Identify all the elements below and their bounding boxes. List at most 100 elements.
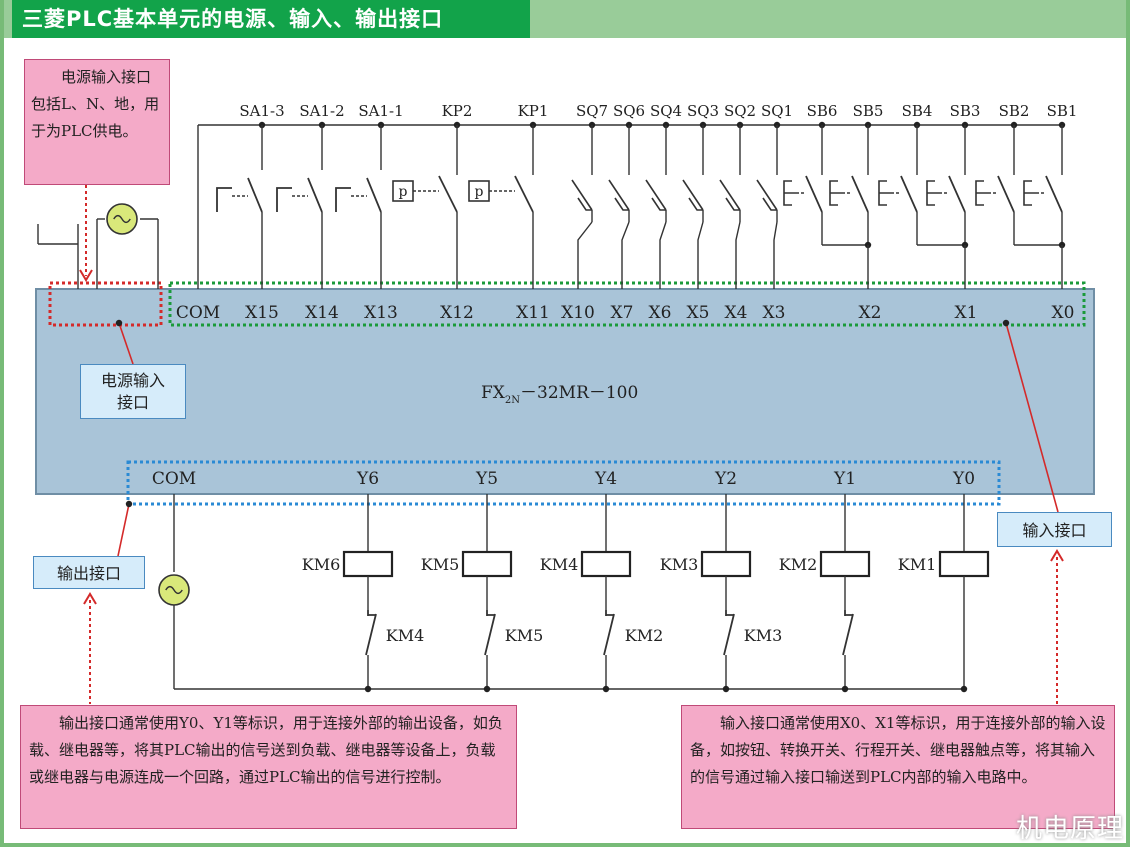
relay-coil-label: KM3 bbox=[660, 555, 699, 574]
input-device-label: SB4 bbox=[902, 102, 933, 120]
power-port-outline bbox=[48, 281, 163, 327]
relay-coil bbox=[819, 550, 871, 578]
power-port-label-line1: 电源输入 bbox=[100, 371, 165, 390]
input-label-leader-node bbox=[1002, 319, 1010, 327]
input-terminal-x5: X5 bbox=[687, 303, 710, 323]
input-device-label: SB5 bbox=[853, 102, 884, 120]
pushbutton-blade bbox=[851, 175, 869, 213]
input-device-label: KP2 bbox=[442, 102, 473, 120]
relay-coil bbox=[342, 550, 394, 578]
relay-coil-label: KM6 bbox=[302, 555, 341, 574]
output-terminal-y1: Y1 bbox=[833, 469, 856, 489]
limit-switch-wire-bottom bbox=[773, 221, 778, 289]
input-callout-arrowhead bbox=[1050, 549, 1064, 562]
output-terminal-com: COM bbox=[152, 469, 196, 489]
output-bus-node bbox=[960, 685, 968, 693]
output-bus-node bbox=[364, 685, 372, 693]
output-bus-node bbox=[602, 685, 610, 693]
limit-switch-wire-bottom bbox=[659, 221, 667, 289]
output-ac-source-wave bbox=[165, 585, 183, 595]
pressure-switch-symbol: p bbox=[399, 184, 408, 200]
output-terminal-y0: Y0 bbox=[952, 469, 975, 489]
limit-switch-wire-bottom bbox=[577, 221, 593, 289]
relay-coil-label: KM2 bbox=[779, 555, 818, 574]
selector-switch-blade bbox=[307, 177, 323, 213]
power-port-label-line2: 接口 bbox=[116, 393, 149, 412]
input-desc-callout: 输入接口通常使用X0、X1等标识，用于连接外部的输入设备，如按钮、转换开关、行程… bbox=[681, 705, 1115, 829]
input-device-label: SB3 bbox=[950, 102, 981, 120]
input-terminal-x4: X4 bbox=[725, 303, 748, 323]
output-terminal-y5: Y5 bbox=[475, 469, 498, 489]
power-label-leader-node bbox=[115, 319, 123, 327]
power-ac-source-wave bbox=[113, 214, 131, 224]
pushbutton-actuator bbox=[926, 180, 939, 206]
interlock-contact bbox=[484, 610, 496, 656]
limit-switch-wire-bottom bbox=[735, 221, 741, 289]
selector-switch-actuator bbox=[276, 187, 292, 212]
power-callout-arrowhead bbox=[79, 269, 93, 282]
plc-model-main: FX bbox=[481, 383, 506, 403]
relay-coil bbox=[580, 550, 632, 578]
input-device-label: SQ1 bbox=[761, 102, 793, 120]
pushbutton-actuator bbox=[783, 180, 796, 206]
power-port-label: 电源输入 接口 bbox=[80, 364, 186, 419]
pushbutton-blade bbox=[900, 175, 918, 213]
watermark: 机电原理 bbox=[1015, 814, 1124, 844]
input-terminal-x12: X12 bbox=[440, 303, 474, 323]
output-bus-node bbox=[483, 685, 491, 693]
output-port-label: 输出接口 bbox=[33, 556, 145, 589]
input-label-leader bbox=[1005, 322, 1059, 513]
limit-switch-contact bbox=[608, 179, 630, 211]
input-device-label: KP1 bbox=[518, 102, 549, 120]
pushbutton-actuator bbox=[829, 180, 842, 206]
pushbutton-blade bbox=[805, 175, 823, 213]
input-terminal-x10: X10 bbox=[561, 303, 595, 323]
input-device-label: SQ7 bbox=[576, 102, 608, 120]
interlock-label: KM4 bbox=[386, 626, 425, 645]
input-terminal-x14: X14 bbox=[305, 303, 339, 323]
input-terminal-x6: X6 bbox=[649, 303, 672, 323]
interlock-label: KM2 bbox=[625, 626, 664, 645]
input-port-label: 输入接口 bbox=[997, 512, 1112, 547]
input-device-label: SA1-2 bbox=[299, 102, 344, 120]
output-bus-node bbox=[722, 685, 730, 693]
input-terminal-com: COM bbox=[176, 303, 220, 323]
output-label-leader-node bbox=[125, 500, 133, 508]
output-terminal-y2: Y2 bbox=[714, 469, 737, 489]
input-terminal-x2: X2 bbox=[859, 303, 882, 323]
relay-coil-label: KM4 bbox=[540, 555, 579, 574]
interlock-label: KM5 bbox=[505, 626, 544, 645]
input-device-label: SQ6 bbox=[613, 102, 645, 120]
input-device-label: SB1 bbox=[1047, 102, 1078, 120]
input-device-label: SB6 bbox=[807, 102, 838, 120]
input-terminal-x1: X1 bbox=[955, 303, 978, 323]
relay-coil-label: KM5 bbox=[421, 555, 460, 574]
input-device-label: SQ2 bbox=[724, 102, 756, 120]
output-label-leader bbox=[117, 503, 130, 557]
input-port-outline bbox=[168, 281, 1086, 327]
output-callout-arrowhead bbox=[83, 592, 97, 605]
relay-coil bbox=[938, 550, 990, 578]
input-terminal-x7: X7 bbox=[611, 303, 634, 323]
input-terminal-x3: X3 bbox=[763, 303, 786, 323]
limit-switch-contact bbox=[571, 179, 593, 211]
input-device-label: SQ3 bbox=[687, 102, 719, 120]
interlock-contact bbox=[723, 610, 735, 656]
pushbutton-blade bbox=[948, 175, 966, 213]
interlock-contact bbox=[842, 610, 854, 656]
plc-body bbox=[35, 288, 1095, 495]
power-label-leader bbox=[118, 322, 134, 365]
interlock-contact bbox=[603, 610, 615, 656]
pressure-switch-symbol: p bbox=[475, 184, 484, 200]
output-terminal-y4: Y4 bbox=[594, 469, 617, 489]
svg-text:FX2N－32MR－100: FX2N－32MR－100 bbox=[481, 383, 638, 406]
limit-switch-contact bbox=[719, 179, 741, 211]
selector-switch-actuator bbox=[335, 187, 351, 212]
relay-coil-label: KM1 bbox=[898, 555, 937, 574]
limit-switch-contact bbox=[645, 179, 667, 211]
input-device-label: SQ4 bbox=[650, 102, 682, 120]
pushbutton-actuator bbox=[1023, 180, 1036, 206]
limit-switch-wire-bottom bbox=[697, 221, 704, 289]
